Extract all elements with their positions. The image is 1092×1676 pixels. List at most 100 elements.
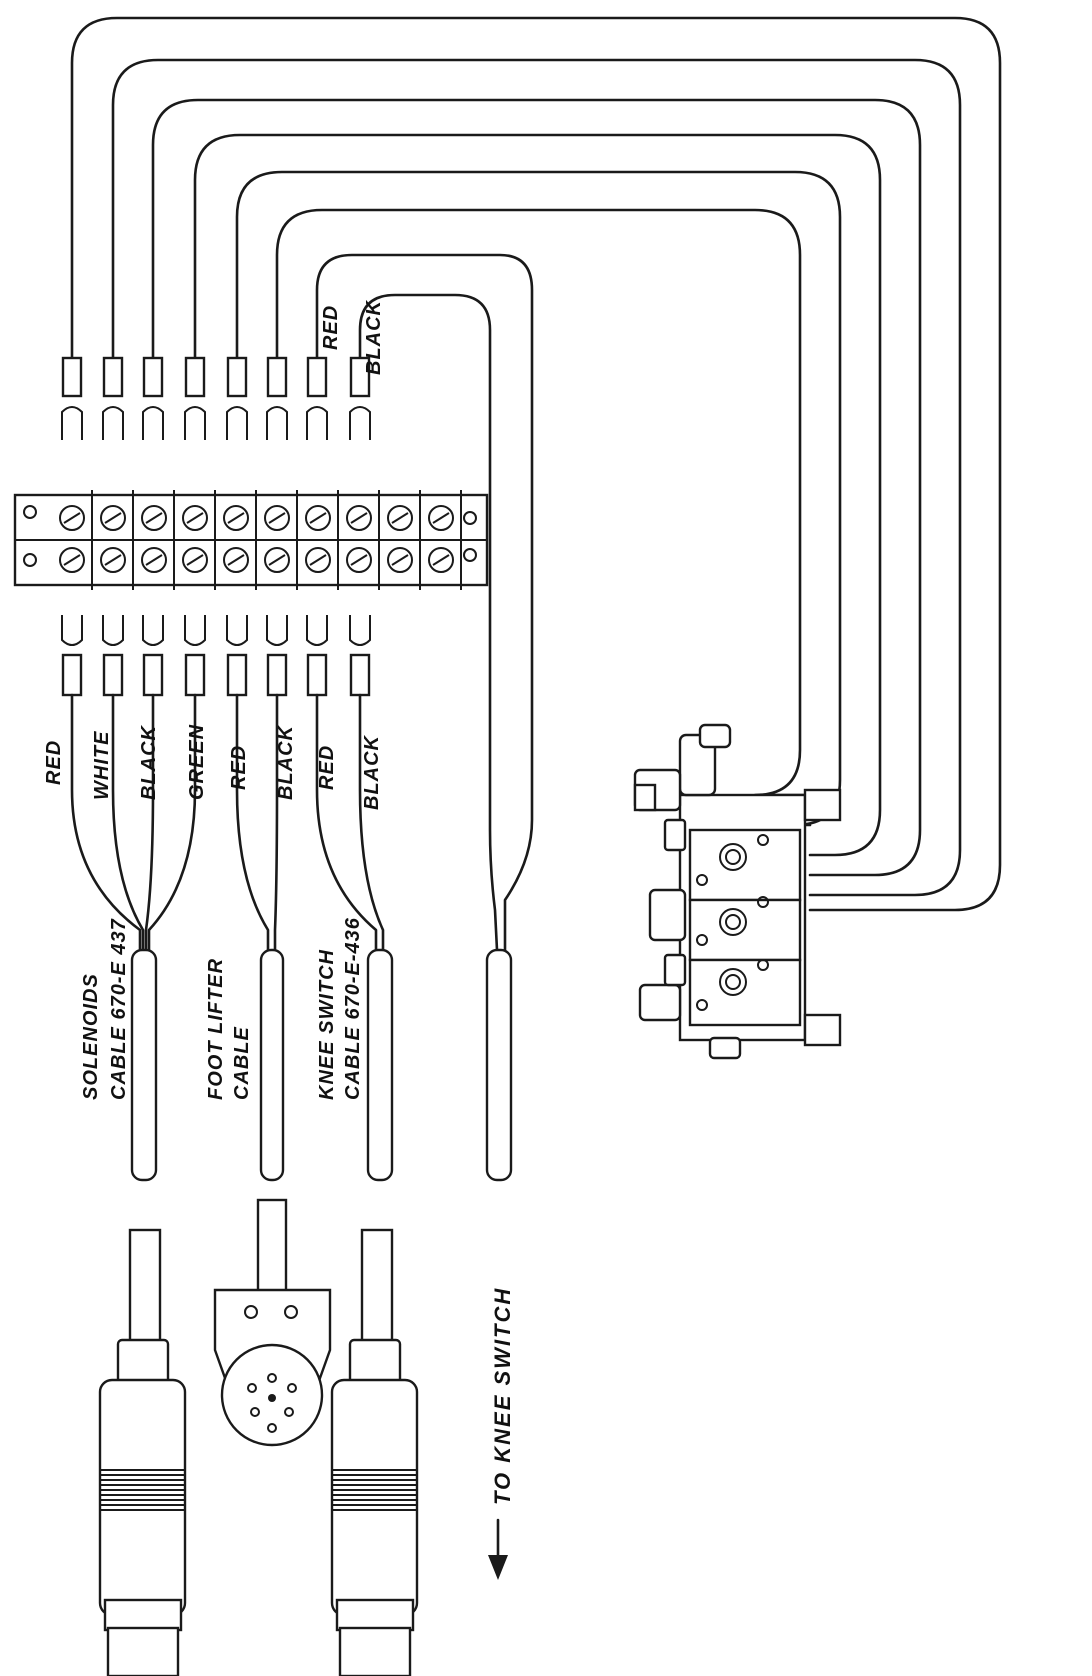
terminal-screw: [305, 547, 331, 573]
cable-jackets: [130, 948, 513, 1182]
threads: [332, 1469, 417, 1511]
cable-wire: [273, 693, 279, 954]
screw-slot: [432, 554, 450, 566]
lug-fork: [266, 406, 288, 440]
lug-fork: [184, 615, 206, 646]
valve-wire: [111, 58, 962, 897]
terminal-screw: [141, 547, 167, 573]
spade-lug-icon: [349, 653, 371, 697]
to-knee-switch-label: TO KNEE SWITCH: [490, 1287, 515, 1505]
screw-slot: [268, 512, 286, 524]
spade-lug-icon: [61, 356, 83, 398]
spade-lug-icon: [142, 653, 164, 697]
terminal-screws: [59, 490, 462, 590]
lug-fork: [102, 615, 124, 646]
screw-slot: [309, 512, 327, 524]
spade-lug-icon: [226, 653, 248, 697]
lug-fork: [306, 406, 328, 440]
terminal-screw: [100, 547, 126, 573]
terminal-screw: [223, 547, 249, 573]
cable-wire: [147, 693, 197, 954]
terminal-screw: [264, 505, 290, 531]
wire-label-5: RED: [228, 745, 250, 790]
screw-slot: [227, 512, 245, 524]
screw-slot: [145, 512, 163, 524]
lug-fork: [142, 406, 164, 440]
screw-slot: [104, 512, 122, 524]
cable-wire: [235, 693, 270, 954]
valve-wire: [151, 98, 922, 877]
terminal-screw: [264, 547, 290, 573]
spade-lug-icon: [102, 653, 124, 697]
screw-slot: [391, 554, 409, 566]
knee-switch-label-1: KNEE SWITCH: [316, 949, 338, 1100]
cable-wire: [144, 693, 155, 954]
screw-slot: [350, 554, 368, 566]
terminal-screw: [428, 505, 454, 531]
screw-slot: [391, 512, 409, 524]
lug-fork: [349, 615, 371, 646]
terminal-screw: [346, 505, 372, 531]
screw-slot: [186, 554, 204, 566]
knee-switch-connector: [330, 1228, 419, 1676]
spade-lug-icon: [102, 356, 124, 398]
wire-label-6: BLACK: [275, 724, 297, 800]
terminal-screw: [428, 547, 454, 573]
spade-lug-icon: [184, 653, 206, 697]
knee-switch-label-2: CABLE 670-E-436: [342, 917, 364, 1100]
terminal-screw: [346, 547, 372, 573]
valve-wires: [70, 16, 1002, 952]
spade-lug-icon: [61, 653, 83, 697]
terminal-strip-icon: [13, 490, 489, 590]
lug-fork: [349, 406, 371, 440]
wire-label-3: BLACK: [138, 724, 160, 800]
top-lug-row: [61, 356, 371, 440]
solenoids-connector: [98, 1228, 187, 1676]
terminal-screw: [59, 547, 85, 573]
cable-wire: [111, 693, 145, 954]
lug-fork: [226, 406, 248, 440]
cable-wire: [70, 693, 142, 954]
terminal-screw: [141, 505, 167, 531]
lug-fork: [102, 406, 124, 440]
lug-fork: [61, 615, 83, 646]
foot-lifter-label-2: CABLE: [231, 1026, 253, 1100]
wire-label-7: RED: [316, 745, 338, 790]
spade-lug-icon: [266, 653, 288, 697]
terminal-screw: [182, 547, 208, 573]
terminal-screw: [182, 505, 208, 531]
lug-fork: [142, 615, 164, 646]
terminal-screw: [100, 505, 126, 531]
lug-fork: [306, 615, 328, 646]
foot-lifter-label-1: FOOT LIFTER: [205, 958, 227, 1100]
screw-slot: [63, 554, 81, 566]
solenoids-cable-label-1: SOLENOIDS: [80, 973, 102, 1100]
screw-slot: [432, 512, 450, 524]
top-label-black: BLACK: [363, 299, 385, 375]
spade-lug-icon: [226, 356, 248, 398]
screw-slot: [227, 554, 245, 566]
terminal-screw: [387, 505, 413, 531]
spade-lug-icon: [142, 356, 164, 398]
spade-lug-icon: [306, 653, 328, 697]
spade-lug-icon: [349, 356, 371, 398]
bottom-lug-row: [61, 615, 371, 697]
terminal-screw: [387, 547, 413, 573]
valve-wire: [70, 16, 1002, 912]
knee-wire-black: [358, 293, 499, 952]
wire-label-4: GREEN: [186, 724, 208, 800]
spade-lug-icon: [306, 356, 328, 398]
solenoid-valve-block-icon: [633, 723, 842, 1060]
wire-label-8: BLACK: [361, 734, 383, 810]
terminal-screw: [223, 505, 249, 531]
screw-slot: [104, 554, 122, 566]
round-plug-connector-icon: [213, 1198, 332, 1447]
screw-slot: [145, 554, 163, 566]
lug-fork: [226, 615, 248, 646]
arrow-down-icon: [488, 1518, 508, 1580]
cable-wire: [358, 693, 385, 954]
knee-wire-red: [315, 253, 534, 952]
terminal-screw: [59, 505, 85, 531]
valve-wire: [275, 208, 812, 797]
